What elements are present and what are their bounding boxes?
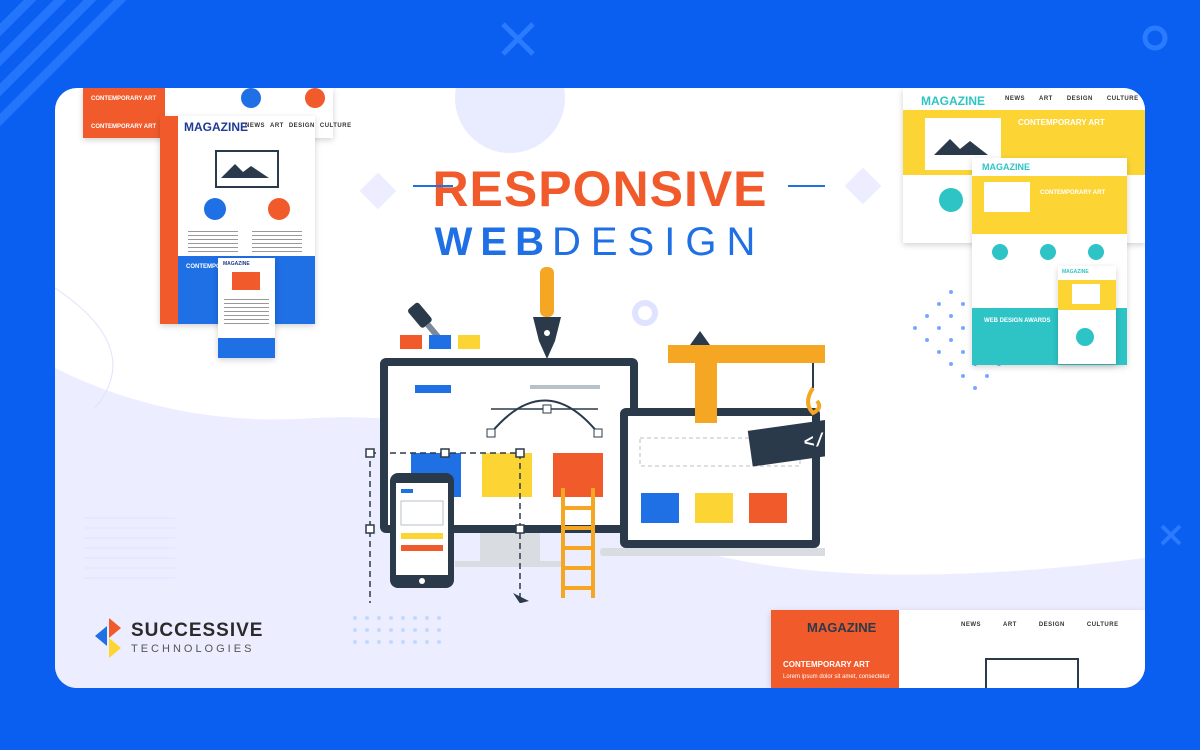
mockup-right-phone-magazine: MAGAZINE bbox=[1062, 269, 1089, 275]
mockup-bottom-magazine: MAGAZINE bbox=[807, 620, 877, 635]
mockup-right-nav: NEWS ART DESIGN CULTURE bbox=[1005, 96, 1139, 102]
mockup-bottom-contemporary: CONTEMPORARY ART bbox=[783, 660, 870, 669]
code-tag-sign: </> bbox=[747, 411, 825, 467]
code-tag-text: </> bbox=[803, 430, 825, 454]
mockup-left-nav: NEWS ART DESIGN CULTURE bbox=[245, 123, 352, 129]
headline-dashes bbox=[413, 185, 825, 187]
content-card: RESPONSIVE WEBDESIGN CONTEMPORARY ART CO… bbox=[55, 88, 1145, 688]
mockup-right-magazine-title: MAGAZINE bbox=[921, 94, 985, 108]
selection-box bbox=[365, 448, 525, 603]
nav-news-b: NEWS bbox=[961, 622, 981, 628]
mockup-right-contemporary: CONTEMPORARY ART bbox=[1018, 118, 1105, 127]
nav-culture-r: CULTURE bbox=[1106, 96, 1139, 102]
image-placeholder-icon-bottom bbox=[985, 658, 1079, 688]
mockup-bottom-nav: NEWS ART DESIGN CULTURE bbox=[961, 622, 1119, 628]
nav-news: NEWS bbox=[245, 123, 265, 129]
nav-culture: CULTURE bbox=[319, 123, 352, 129]
headline-web: WEB bbox=[434, 220, 552, 264]
mockup-left-magazine-title: MAGAZINE bbox=[184, 120, 248, 134]
lightbulb-icon bbox=[241, 88, 261, 108]
nav-design: DESIGN bbox=[288, 123, 315, 129]
x-mark-right bbox=[1160, 524, 1182, 546]
mockup-right-front-magazine: MAGAZINE bbox=[982, 162, 1030, 172]
image-placeholder-icon-yellow-small bbox=[984, 182, 1030, 212]
eye-icon-small bbox=[268, 198, 290, 220]
mockup-left-back-label-2: CONTEMPORARY ART bbox=[91, 124, 157, 130]
nav-design-r: DESIGN bbox=[1066, 96, 1093, 102]
nav-art: ART bbox=[270, 123, 284, 129]
cursor-icon bbox=[513, 593, 529, 603]
mockup-right-phone: MAGAZINE bbox=[1058, 266, 1116, 364]
brand-sub: TECHNOLOGIES bbox=[131, 643, 255, 655]
headline-responsive: RESPONSIVE bbox=[432, 161, 768, 217]
ladder-icon bbox=[561, 488, 595, 598]
brand-name: SUCCESSIVE bbox=[131, 620, 264, 641]
lightbulb-icon-small bbox=[204, 198, 226, 220]
headline-design: DESIGN bbox=[551, 220, 766, 264]
nav-art-b: ART bbox=[1003, 622, 1017, 628]
nav-culture-b: CULTURE bbox=[1086, 622, 1119, 628]
crane-icon bbox=[668, 331, 825, 423]
mockup-bottom-right: MAGAZINE CONTEMPORARY ART Lorem ipsum do… bbox=[771, 610, 1145, 688]
paint-pots-icon bbox=[400, 335, 480, 349]
mockup-web-design-awards: WEB DESIGN AWARDS bbox=[984, 318, 1051, 324]
phone-icon bbox=[390, 473, 454, 588]
x-mark-top bbox=[501, 22, 535, 56]
pencil-icon bbox=[939, 188, 963, 212]
eye-icon bbox=[305, 88, 325, 108]
brand-logo: SUCCESSIVE TECHNOLOGIES bbox=[95, 618, 263, 658]
mockup-phone-small: MAGAZINE bbox=[218, 258, 275, 358]
pen-tool-icon bbox=[533, 267, 561, 359]
headline-web-design: WEBDESIGN bbox=[55, 220, 1145, 265]
devices-illustration: </> bbox=[365, 267, 825, 603]
successive-logo-icon bbox=[95, 618, 121, 658]
nav-news-r: NEWS bbox=[1005, 96, 1025, 102]
nav-art-r: ART bbox=[1039, 96, 1053, 102]
image-placeholder-icon bbox=[215, 150, 279, 188]
mockup-left-back-label: CONTEMPORARY ART bbox=[91, 96, 157, 102]
mockup-bottom-body: Lorem ipsum dolor sit amet, consectetur bbox=[783, 674, 890, 680]
mockup-left-contemporary: CONTEMPOR bbox=[186, 264, 225, 270]
ring-top-right bbox=[1142, 25, 1168, 51]
mockup-right-front-contemporary: CONTEMPORARY ART bbox=[1040, 190, 1106, 196]
nav-design-b: DESIGN bbox=[1038, 622, 1065, 628]
mockup-phone-magazine: MAGAZINE bbox=[223, 261, 250, 267]
